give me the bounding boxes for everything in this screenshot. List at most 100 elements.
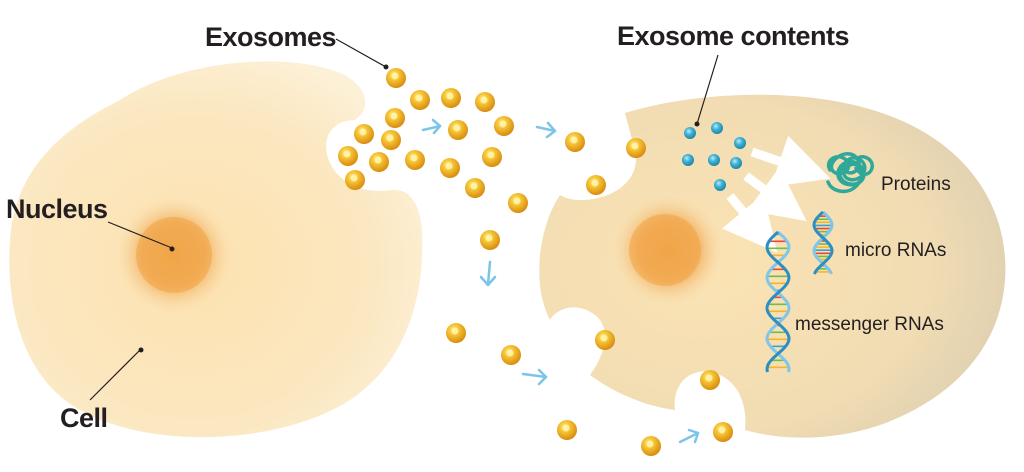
exosome-highlight bbox=[480, 96, 488, 104]
exosome bbox=[441, 88, 461, 108]
flow-arrow bbox=[521, 368, 548, 386]
nucleus-leader-dot bbox=[169, 246, 175, 252]
exosome bbox=[354, 124, 374, 144]
rna-strand bbox=[765, 230, 791, 373]
exosome-highlight bbox=[705, 374, 713, 382]
exosome bbox=[700, 370, 720, 390]
content-dot bbox=[730, 157, 742, 169]
exosome-highlight bbox=[453, 124, 461, 132]
flow-arrows bbox=[421, 118, 700, 444]
exosome-highlight bbox=[600, 334, 608, 342]
exosome bbox=[475, 92, 495, 112]
arrow-to-proteins bbox=[750, 135, 831, 187]
exosome-highlight bbox=[513, 197, 521, 205]
exosome bbox=[440, 158, 460, 178]
exosome-contents-dots bbox=[682, 122, 746, 191]
exosome bbox=[381, 130, 401, 150]
exosome bbox=[369, 152, 389, 172]
exosome-highlight bbox=[386, 134, 394, 142]
flow-arrow bbox=[479, 260, 497, 287]
exosome-highlight bbox=[410, 154, 418, 162]
exosome bbox=[345, 170, 365, 190]
exosome-highlight bbox=[718, 426, 726, 434]
exosome-highlight bbox=[646, 440, 654, 448]
protein-icon bbox=[826, 152, 874, 194]
exosomes-label: Exosomes bbox=[205, 22, 336, 52]
exosome bbox=[410, 90, 430, 110]
cell-leader-dot bbox=[138, 347, 144, 353]
content-dot bbox=[708, 154, 720, 166]
nucleus-leader bbox=[107, 221, 173, 249]
exosome-highlight bbox=[485, 234, 493, 242]
rna-strand bbox=[765, 230, 791, 373]
exosome-highlight bbox=[506, 349, 514, 357]
cell-label: Cell bbox=[60, 403, 108, 433]
exosome-highlight bbox=[343, 150, 351, 158]
content-dot bbox=[714, 179, 726, 191]
exosome-highlight bbox=[470, 182, 478, 190]
exosome bbox=[626, 138, 646, 158]
exosome bbox=[586, 175, 606, 195]
cell-leader bbox=[89, 349, 141, 401]
exosome-highlight bbox=[591, 179, 599, 187]
exosome-highlight bbox=[374, 156, 382, 164]
exosome-highlight bbox=[359, 128, 367, 136]
exosome bbox=[405, 150, 425, 170]
exosome-highlight bbox=[487, 151, 495, 159]
contents-leader bbox=[696, 54, 719, 125]
right-nucleus-core bbox=[629, 214, 701, 286]
left-nucleus-core bbox=[136, 217, 212, 293]
exosome bbox=[713, 422, 733, 442]
exosome bbox=[465, 178, 485, 198]
flow-arrow bbox=[421, 118, 442, 135]
micro-rna-icon bbox=[812, 210, 834, 275]
exosome bbox=[508, 193, 528, 213]
content-dot bbox=[711, 122, 723, 134]
exosome-highlight bbox=[451, 327, 459, 335]
micro-rnas-label: micro RNAs bbox=[845, 240, 946, 261]
exosome bbox=[482, 147, 502, 167]
exosome bbox=[480, 230, 500, 250]
exosome-contents-label: Exosome contents bbox=[617, 21, 849, 51]
exosome bbox=[557, 420, 577, 440]
rna-strand bbox=[812, 210, 834, 275]
exosome bbox=[501, 345, 521, 365]
leader-lines bbox=[89, 38, 719, 401]
arrow-to-messenger-rnas bbox=[721, 193, 778, 253]
exosome-highlight bbox=[391, 72, 399, 80]
exosome bbox=[446, 323, 466, 343]
messenger-rna-icon bbox=[765, 230, 791, 373]
messenger-rnas-label: messenger RNAs bbox=[795, 314, 944, 335]
flow-arrow bbox=[535, 121, 557, 139]
content-dot bbox=[684, 127, 696, 139]
exosome-highlight bbox=[446, 92, 454, 100]
exosomes-group bbox=[338, 68, 733, 456]
exosome bbox=[641, 436, 661, 456]
exosome-highlight bbox=[570, 136, 578, 144]
exosome bbox=[338, 146, 358, 166]
exosomes-leader bbox=[335, 38, 387, 68]
proteins-label: Proteins bbox=[881, 174, 951, 195]
exosome-highlight bbox=[350, 174, 358, 182]
content-arrows bbox=[721, 135, 831, 253]
exosome-highlight bbox=[631, 142, 639, 150]
exosome-highlight bbox=[445, 162, 453, 170]
left-cell bbox=[9, 61, 423, 438]
exosomes-leader-dot bbox=[383, 64, 389, 70]
exosome bbox=[385, 108, 405, 128]
exosome-highlight bbox=[390, 112, 398, 120]
arrow-to-micro-rnas bbox=[743, 167, 807, 222]
flow-arrow bbox=[678, 428, 700, 444]
content-dot bbox=[682, 154, 694, 166]
exosome-highlight bbox=[499, 120, 507, 128]
exosome bbox=[448, 120, 468, 140]
exosome bbox=[565, 132, 585, 152]
exosome bbox=[595, 330, 615, 350]
exosome-highlight bbox=[562, 424, 570, 432]
exosome bbox=[494, 116, 514, 136]
exosome bbox=[386, 68, 406, 88]
contents-leader-dot bbox=[694, 121, 700, 127]
exosome-highlight bbox=[415, 94, 423, 102]
nucleus-label: Nucleus bbox=[6, 194, 108, 224]
